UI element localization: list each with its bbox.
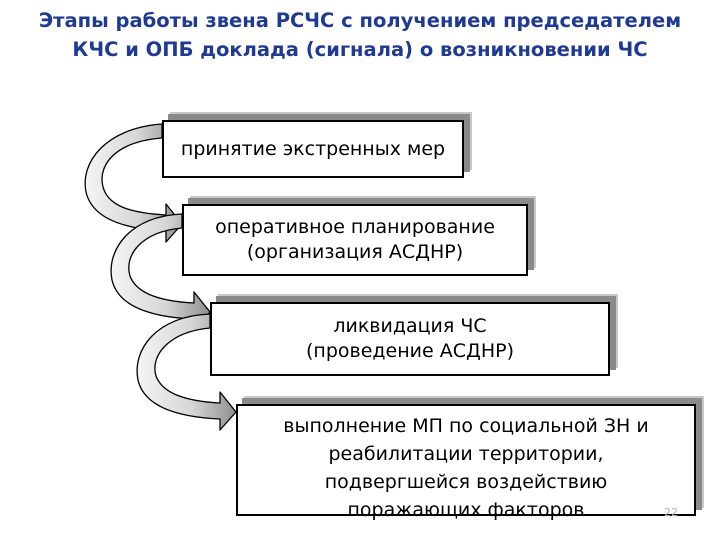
stage-4-line-2: реабилитации территории, bbox=[328, 443, 604, 465]
stage-3-line-2: (проведение АСДНР) bbox=[306, 340, 514, 362]
stage-box-emergency-measures: принятие экстренных мер bbox=[162, 120, 464, 178]
curved-arrow-icon bbox=[136, 313, 237, 431]
stage-3-line-1: ликвидация ЧС bbox=[333, 315, 487, 337]
stage-box-operational-planning: оперативное планирование (организация АС… bbox=[182, 204, 528, 276]
page-number: 22 bbox=[664, 506, 678, 519]
slide-title: Этапы работы звена РСЧС с получением пре… bbox=[10, 6, 710, 64]
stage-box-liquidation: ликвидация ЧС (проведение АСДНР) bbox=[210, 302, 610, 376]
stage-4-line-4: поражающих факторов bbox=[347, 499, 585, 521]
stage-1-line-1: принятие экстренных мер bbox=[180, 137, 446, 160]
stage-4-line-1: выполнение МП по социальной ЗН и bbox=[283, 415, 649, 437]
stage-4-line-3: подвергшейся воздействию bbox=[324, 471, 608, 493]
stage-box-rehabilitation: выполнение МП по социальной ЗН и реабили… bbox=[236, 404, 696, 521]
title-line-1: Этапы работы звена РСЧС с получением пре… bbox=[38, 9, 682, 32]
title-line-2: КЧС и ОПБ доклада (сигнала) о возникнове… bbox=[72, 38, 648, 61]
stage-2-line-2: (организация АСДНР) bbox=[246, 241, 464, 263]
stage-2-line-1: оперативное планирование bbox=[215, 216, 495, 238]
